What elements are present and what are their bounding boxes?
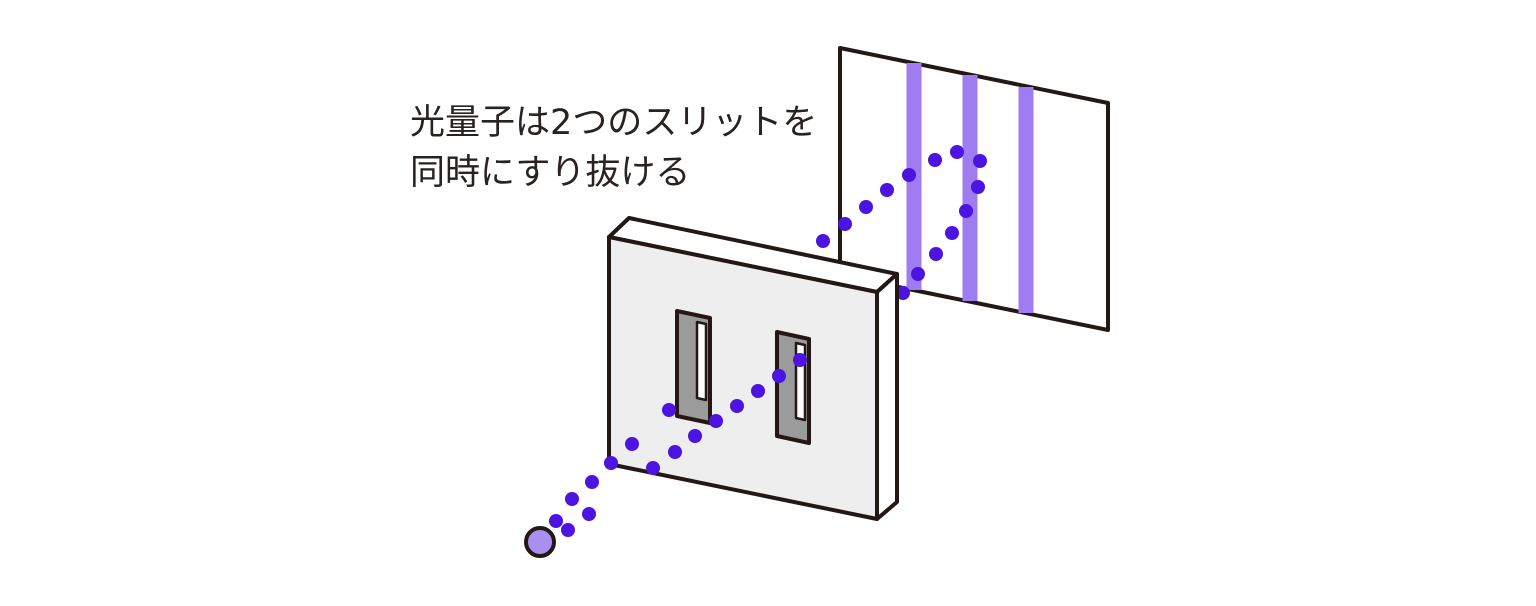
photon-dot (929, 247, 943, 261)
photon-dot (973, 154, 987, 168)
photon-dot (730, 399, 744, 413)
photon-dot (688, 429, 702, 443)
photon-dot (838, 217, 852, 231)
photon-dot (859, 200, 873, 214)
caption-line-1: 光量子は2つのスリットを (410, 103, 818, 143)
photon-dot (896, 286, 910, 300)
photon-source (524, 526, 556, 558)
photon-dot (604, 456, 618, 470)
photon-dot (625, 437, 639, 451)
photon-dot (911, 267, 925, 281)
photon-dot (945, 226, 959, 240)
diagram-caption: 光量子は2つのスリットを 同時にすり抜ける (410, 98, 817, 198)
left-slit (675, 309, 712, 425)
photon-dot (662, 403, 676, 417)
photon-dot (585, 475, 599, 489)
photon-dot (928, 153, 942, 167)
caption-line-2: 同時にすり抜ける (410, 153, 691, 193)
photon-dot (561, 523, 575, 537)
photon-dot (816, 234, 830, 248)
photon-dot (565, 492, 579, 506)
photon-dot (793, 353, 807, 367)
photon-dot (880, 183, 894, 197)
photon-dot (959, 204, 973, 218)
photon-dot (971, 180, 985, 194)
photon-path-front (549, 353, 807, 537)
photon-dot (950, 145, 964, 159)
photon-dot (709, 414, 723, 428)
photon-dot (668, 445, 682, 459)
photon-dot (646, 461, 660, 475)
photon-dot (902, 168, 916, 182)
right-slit (775, 330, 811, 445)
photon-dot (549, 514, 563, 528)
photon-dot (772, 369, 786, 383)
photon-dot (582, 507, 596, 521)
left-slit-light (695, 320, 708, 402)
photon-path-back (816, 145, 987, 300)
photon-dot (751, 384, 765, 398)
barrier-side-face (875, 272, 899, 521)
